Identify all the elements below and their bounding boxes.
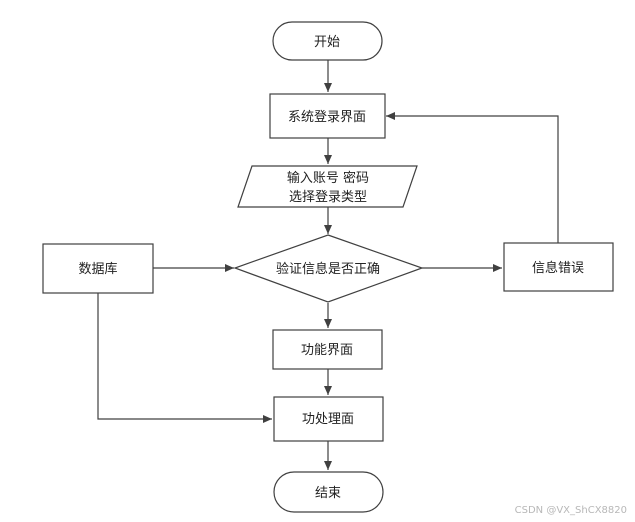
start-label: 开始 [314, 35, 340, 50]
input-label-line1: 输入账号 密码 [287, 170, 369, 186]
function-screen-label: 功能界面 [301, 343, 353, 358]
process-screen-node: 功处理面 [273, 396, 384, 442]
error-node: 信息错误 [503, 242, 614, 292]
edge-database-to-process [97, 293, 272, 423]
process-screen-label: 功处理面 [302, 412, 354, 427]
function-screen-node: 功能界面 [272, 329, 383, 370]
error-label: 信息错误 [532, 260, 584, 276]
login-screen-node: 系统登录界面 [269, 93, 386, 139]
watermark: CSDN @VX_ShCX8820 [514, 505, 627, 516]
database-label: 数据库 [78, 261, 117, 277]
input-node: 输入账号 密码 选择登录类型 [237, 165, 418, 208]
end-label: 结束 [315, 486, 341, 501]
end-node: 结束 [273, 471, 384, 513]
verify-decision-label: 验证信息是否正确 [276, 261, 380, 277]
edge-error-to-login [386, 112, 559, 243]
start-node: 开始 [272, 21, 383, 61]
input-label-line2: 选择登录类型 [289, 190, 367, 205]
verify-decision-node: 验证信息是否正确 [233, 234, 424, 303]
login-screen-label: 系统登录界面 [288, 110, 366, 125]
database-node: 数据库 [42, 243, 154, 294]
